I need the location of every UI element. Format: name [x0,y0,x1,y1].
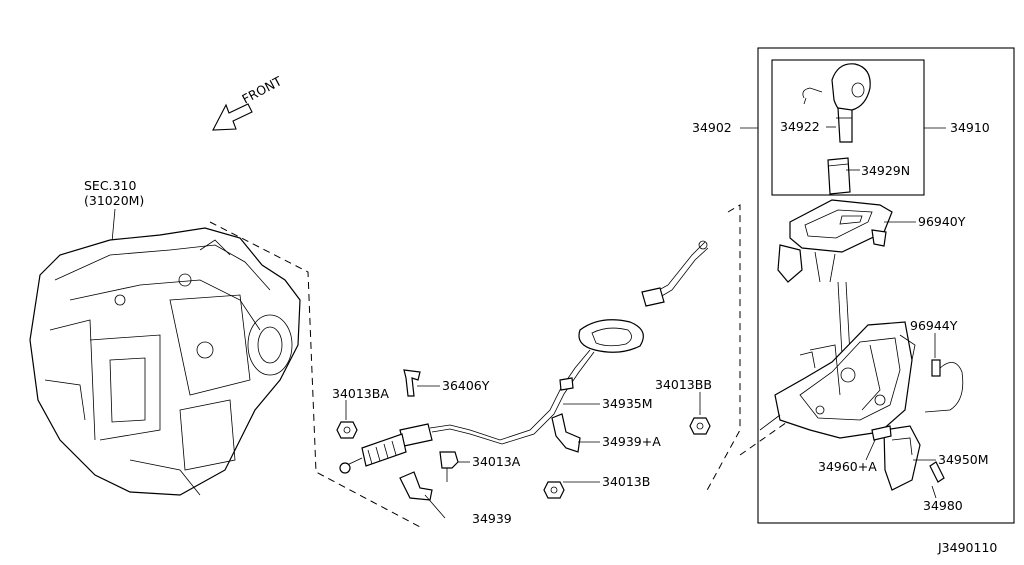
front-arrow: FRONT [212,73,284,131]
ref-line-center [704,204,741,495]
console-finisher-drawing [777,199,893,283]
label-96940y: 96940Y [918,214,966,229]
transmission-drawing [29,227,301,496]
label-96944y: 96944Y [910,318,958,333]
part-labels: 34902 34910 34922 34929N 96940Y 96944Y 3… [332,119,990,526]
label-36406y: 36406Y [442,378,490,393]
label-34922: 34922 [780,119,820,134]
label-34980: 34980 [923,498,963,513]
label-34013ba: 34013BA [332,386,389,401]
label-34902: 34902 [692,120,732,135]
label-34935m: 34935M [602,396,653,411]
label-34013a: 34013A [472,454,521,469]
diagram-code: J3490110 [937,540,997,555]
label-34013b: 34013B [602,474,650,489]
label-34960a: 34960+A [818,459,877,474]
bracket-a-drawing [551,413,581,453]
shift-device-drawing [759,281,916,439]
ref-line-left [209,221,423,529]
label-34910: 34910 [950,120,990,135]
label-34950m: 34950M [938,452,989,467]
label-34939: 34939 [472,511,512,526]
transmission-ref: SEC.310 [84,178,136,193]
front-label: FRONT [239,73,284,106]
lower-parts-drawing [871,425,945,491]
label-34929n: 34929N [861,163,910,178]
assembly-frame [757,47,1015,524]
leader-lines [345,126,946,519]
label-34939a: 34939+A [602,434,661,449]
shift-knob-drawing [802,63,871,195]
control-cable-drawing [339,240,709,474]
transmission-leader [111,208,116,243]
transmission-part: (31020M) [84,193,144,208]
label-34013bb: 34013BB [655,377,712,392]
ref-line-right [739,419,791,456]
knob-subframe [771,59,925,196]
harness-drawing [924,359,964,413]
hardware-drawing [336,369,711,501]
